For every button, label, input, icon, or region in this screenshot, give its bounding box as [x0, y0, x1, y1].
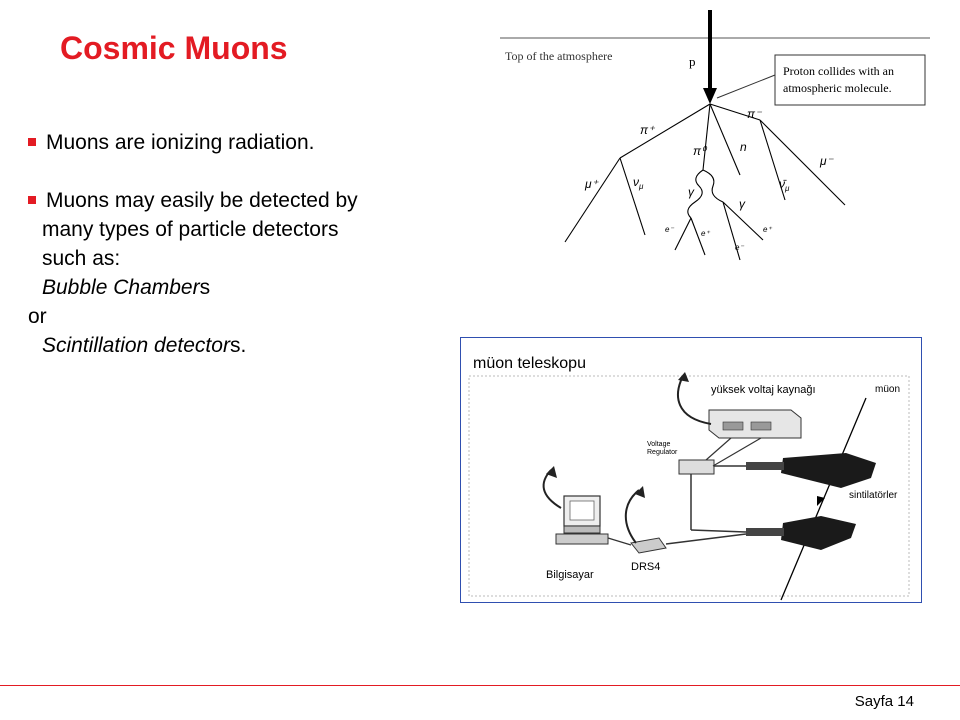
bullet-text: Muons are ionizing radiation. — [46, 131, 315, 154]
regulator-label: Regulator — [647, 449, 678, 456]
gamma-track — [702, 169, 724, 203]
mu-plus-track — [564, 157, 621, 243]
pmt-icon — [746, 528, 784, 536]
atmosphere-label: Top of the atmosphere — [505, 49, 612, 63]
option-suffix: s — [199, 276, 211, 299]
neutron-label: n — [740, 140, 747, 154]
telescope-title: müon teleskopu — [473, 355, 586, 372]
muon-label: müon — [875, 384, 900, 395]
computer-label: Bilgisayar — [546, 569, 594, 581]
pi-plus-track — [619, 103, 711, 159]
muon-arrow-icon — [817, 496, 825, 506]
electron-track — [722, 201, 741, 261]
nu-label: νμ — [633, 175, 644, 191]
bullet-list: Muons are ionizing radiation. Muons may … — [28, 128, 468, 360]
footer-divider — [0, 685, 960, 686]
regulator-label: Voltage — [647, 441, 670, 448]
power-cable — [677, 375, 712, 425]
slide-title: Cosmic Muons — [60, 30, 288, 66]
telescope-drawing: müon teleskopu yüksek voltaj kaynağı Vol… — [468, 355, 910, 601]
drs4-label: DRS4 — [631, 561, 660, 573]
keyboard-icon — [555, 533, 609, 545]
pmt-icon — [746, 462, 784, 470]
pi-plus-label: π⁺ — [640, 123, 656, 137]
power-supply-label: yüksek voltaj kaynağı — [711, 384, 816, 396]
pi-minus-label: π⁻ — [747, 107, 763, 121]
bullet-text: Muons may easily be detected by — [46, 189, 358, 212]
mu-minus-label: μ⁻ — [819, 154, 835, 168]
detector-option: Bubble Chambers — [28, 273, 468, 302]
detector-option: Scintillation detectors. — [28, 331, 468, 360]
option-suffix: s. — [229, 334, 247, 357]
gamma-track — [687, 169, 704, 219]
positron-track — [690, 217, 706, 256]
callout-text: atmospheric molecule. — [783, 81, 892, 95]
drs4-box-icon — [630, 537, 667, 554]
scintillator-label: sintilatörler — [849, 490, 898, 501]
bullet-square-icon — [28, 138, 36, 146]
mu-plus-label: μ⁺ — [584, 177, 600, 191]
gamma-label: γ — [739, 197, 746, 211]
page-number: Sayfa 14 — [854, 693, 914, 710]
bullet-continuation: many types of particle detectors — [42, 218, 339, 241]
option-name: Bubble Chamber — [42, 276, 200, 299]
pi-zero-track — [702, 103, 711, 171]
positron-track — [722, 201, 764, 241]
scintillator-paddle-icon — [781, 516, 856, 550]
electron-track — [674, 217, 692, 251]
nu-bar-track — [759, 119, 786, 201]
proton-label: p — [689, 54, 696, 69]
callout-box — [774, 54, 926, 106]
callout-text: Proton collides with an — [783, 64, 894, 78]
gamma-label: γ — [688, 185, 695, 199]
electron-label: e⁻ — [735, 243, 744, 252]
cosmic-shower-diagram: Top of the atmosphere p Proton collides … — [500, 10, 930, 261]
pi-zero-label: π⁰ — [693, 144, 708, 158]
neutron-track — [709, 103, 741, 176]
connector-text: or — [28, 305, 47, 328]
option-name: Scintillation detector — [42, 334, 230, 357]
mu-minus-track — [759, 119, 846, 206]
nu-track — [619, 157, 646, 236]
bullet-item: Muons may easily be detected by — [28, 186, 468, 215]
positron-label: e⁺ — [701, 229, 710, 238]
bullet-square-icon — [28, 196, 36, 204]
voltage-regulator-box-icon — [678, 459, 715, 475]
callout-pointer — [716, 74, 776, 99]
scintillator-paddle-icon — [781, 453, 876, 488]
bullet-item: Muons are ionizing radiation. — [28, 128, 468, 157]
electron-label: e⁻ — [665, 225, 674, 234]
nu-bar-label: ν̄μ — [779, 177, 790, 193]
muon-telescope-diagram: müon teleskopu yüksek voltaj kaynağı Vol… — [460, 337, 922, 603]
positron-label: e⁺ — [763, 225, 772, 234]
pi-minus-track — [709, 103, 761, 121]
scan-border — [468, 375, 910, 597]
proton-arrow-icon — [703, 88, 717, 104]
bullet-continuation: such as: — [42, 247, 121, 270]
